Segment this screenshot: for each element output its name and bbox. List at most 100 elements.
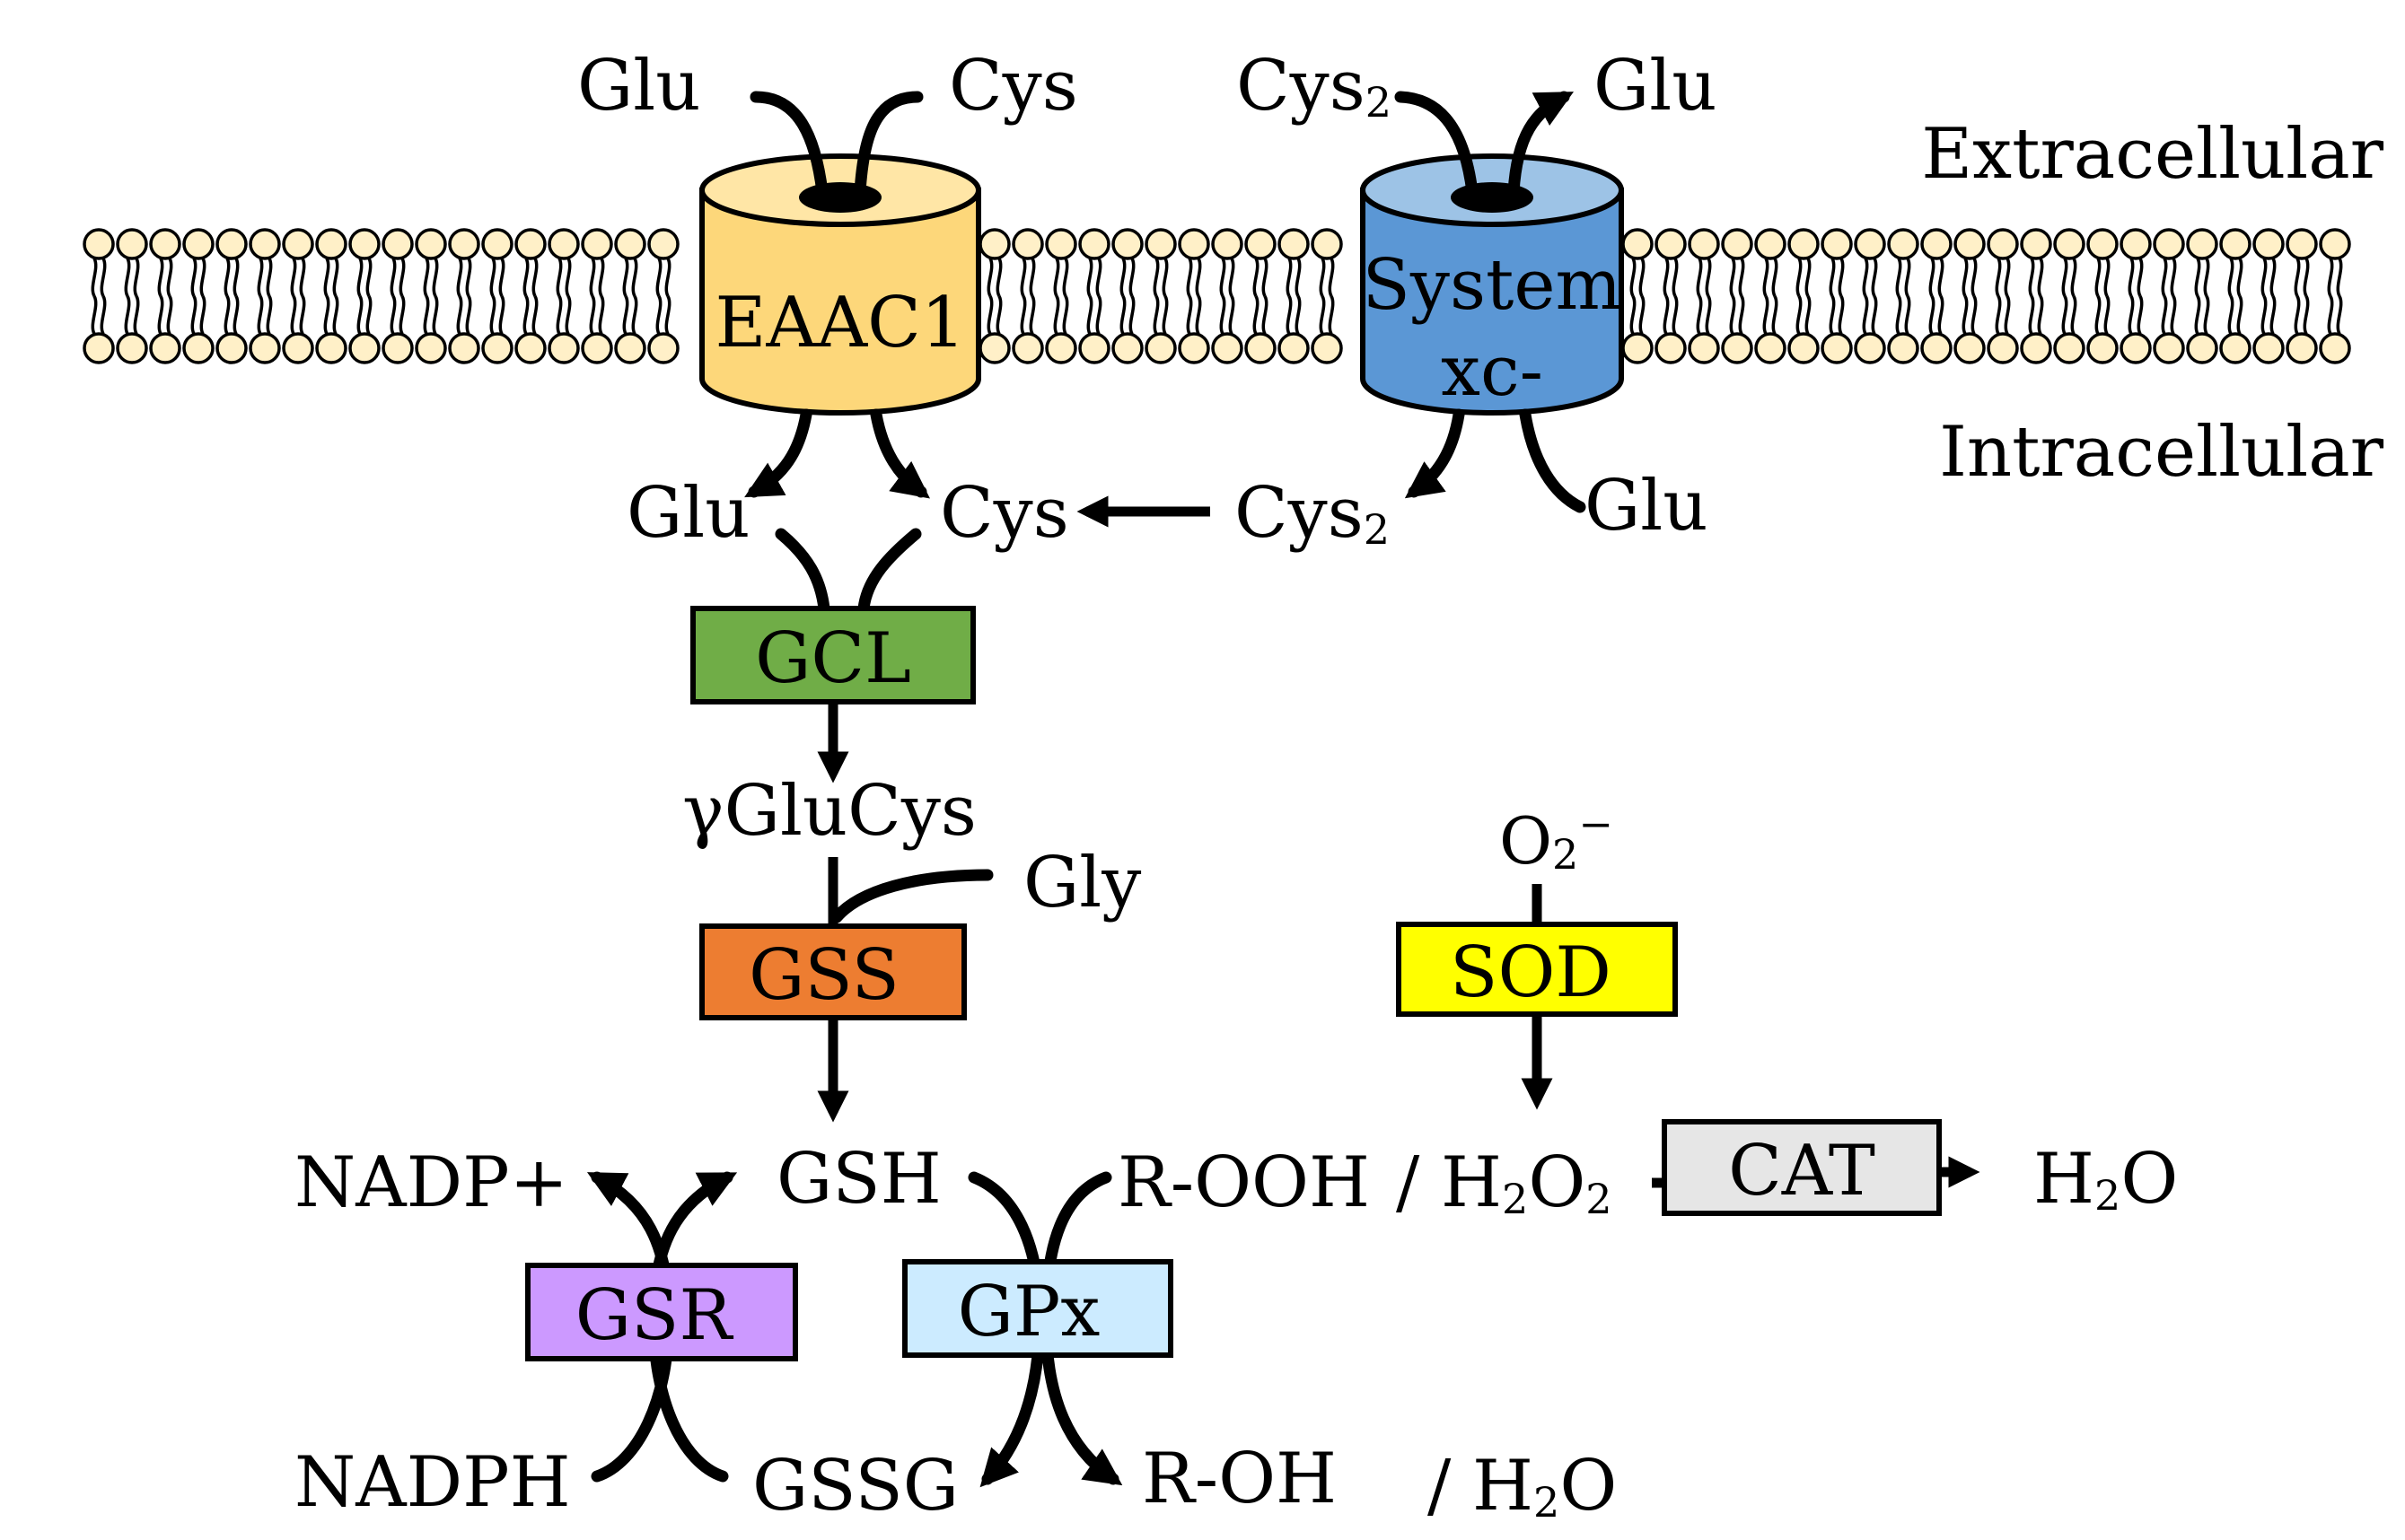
lipid-head [2153,332,2185,364]
lipid-tail [2061,258,2068,297]
water-gpx: H2O [1472,1446,1617,1527]
lipid-tail [1937,295,1944,335]
lipid-tail [1162,295,1169,335]
lipid-head [2186,228,2218,260]
lipid-head [581,228,613,260]
lipid-head [1244,332,1277,364]
lipid-tail [1053,258,1060,297]
lipid-head [548,332,580,364]
lipid-tail [1086,295,1093,335]
lipid-tail [2303,258,2310,297]
lipid-head [2086,332,2119,364]
nadph: NADPH [294,1442,571,1523]
lipid-head [1655,228,1687,260]
lipid-tail [1895,258,1902,297]
lipid-tail [2137,258,2144,297]
lipid-tail [1228,258,1235,297]
lipid-tail [157,258,164,297]
lipid-head [1311,332,1343,364]
lipid-head [1787,332,1820,364]
lipid-head [215,228,248,260]
lipid-tail [390,258,397,297]
gss-enzyme: GSS [699,923,967,1020]
lipid-head [1688,228,1720,260]
lipid-tail [1771,258,1778,297]
lipid-tail [1829,295,1836,335]
lipid-tail [124,258,131,297]
lipid-tail [332,258,339,297]
glu-extracellular-xc: Glu [1593,46,1717,127]
lipid-tail [1186,295,1193,335]
lipid-tail [323,295,330,335]
lipid-tail [2269,295,2277,335]
lipid-head [1277,332,1310,364]
lipid-tail [1962,258,1969,297]
lipid-tail [257,258,264,297]
lipid-head [415,332,447,364]
cys2-intracellular: Cys2 [1234,473,1390,554]
gly-to-gss-curve [830,869,994,923]
lipid-tail [2236,258,2243,297]
lipid-tail [91,295,98,335]
lipid-tail [2128,295,2135,335]
lipid-tail [1261,295,1268,335]
lipid-head [1111,228,1144,260]
lipid-tail [1995,258,2002,297]
lipid-head [2053,228,2085,260]
lipid-tail [1904,295,1911,335]
lipid-tail [2170,258,2177,297]
lipid-head [2219,332,2251,364]
gpx-enzyme: GPx [902,1259,1173,1358]
lipid-head [1178,228,1210,260]
lipid-tail [622,258,629,297]
lipid-tail [2194,295,2201,335]
lipid-head [614,332,646,364]
lipid-tail [399,258,406,297]
lipid-tail [2303,295,2310,335]
slash-peroxide: / [1396,1142,1420,1223]
lipid-tail [290,295,297,335]
lipid-tail [166,295,173,335]
gsr-label: GSR [575,1275,734,1356]
lipid-tail [2336,258,2343,297]
lipid-head [149,228,181,260]
lipid-tail [1186,258,1193,297]
lipid-tail [1319,295,1326,335]
lipid-head [1854,228,1886,260]
lipid-tail [224,295,231,335]
lipid-tail [1771,295,1778,335]
lipid-head [1145,332,1177,364]
lipid-head [2120,332,2152,364]
lipid-head [116,332,148,364]
lipid-tail [2004,258,2011,297]
lipid-head [1211,332,1243,364]
lipid-tail [2128,258,2135,297]
lipid-head [581,332,613,364]
lipid-tail [2037,258,2044,297]
eaac1-transporter: EAAC1 [699,153,981,416]
lipid-tail [1729,258,1736,297]
lipid-tail [1062,295,1069,335]
gssg: GSSG [752,1446,959,1527]
system-xc-transporter: System xc- [1360,153,1624,416]
lipid-head [1821,332,1853,364]
lipid-tail [2037,295,2044,335]
sod-enzyme: SOD [1396,922,1678,1017]
lipid-head [1655,332,1687,364]
lipid-head [1178,332,1210,364]
lipid-tail [1838,258,1845,297]
lipid-tail [1261,258,1268,297]
lipid-head [1621,332,1654,364]
system-xc-label-line1: System [1363,245,1622,326]
lipid-tail [2260,258,2268,297]
lipid-tail [1638,295,1646,335]
lipid-tail [2294,258,2301,297]
lipid-tail [299,295,306,335]
lipid-tail [2236,295,2243,335]
lipid-tail [1696,295,1703,335]
gly: Gly [1023,843,1141,923]
lipid-tail [2194,258,2201,297]
transport-arrows [744,91,1586,528]
water-cat: H2O [2033,1139,2178,1220]
